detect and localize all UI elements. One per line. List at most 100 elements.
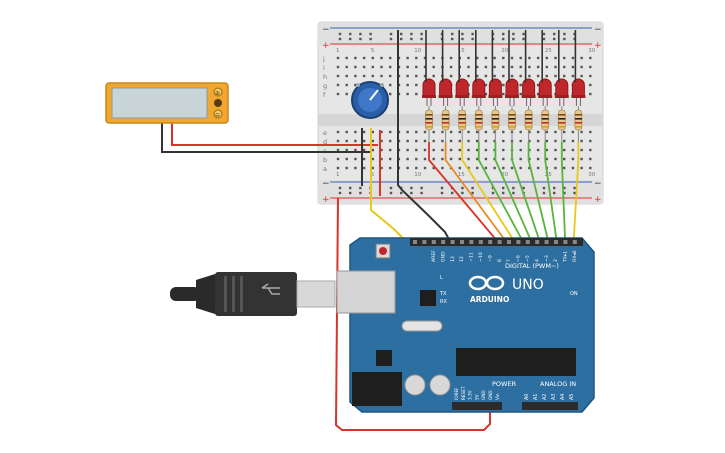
power-label: POWER [492,380,517,388]
wire-led-signal[interactable] [444,142,508,243]
digital-pin-label: 13 [450,256,456,262]
wire-led-signal[interactable] [461,142,516,243]
column-label: 15 [458,48,465,54]
resistor[interactable] [441,106,450,142]
digital-pin-label: 2 [553,259,559,262]
row-label: i [323,64,325,72]
lcd-module[interactable]: ⊕ ⊖ [105,82,229,124]
rail-minus-label-tl: − [322,25,330,35]
analog-pin-label: A5 [569,394,575,400]
led[interactable] [538,78,553,106]
led[interactable] [488,78,503,106]
resistor[interactable] [557,106,566,142]
rail-plus-label-bl: + [322,195,330,205]
led[interactable] [521,78,536,106]
row-label: a [323,165,327,173]
digital-pin-label: ~3 [544,255,550,262]
led[interactable] [438,78,453,106]
resistor[interactable] [574,106,583,142]
column-label: 5 [371,172,375,178]
resistor[interactable] [474,106,483,142]
analog-pin-label: A4 [560,394,566,400]
digital-pin-label: 4 [534,259,540,262]
column-label: 10 [414,48,421,54]
rail-plus-label-tl: + [322,41,330,51]
led[interactable] [571,78,586,106]
power-pin-label: GND [488,390,493,400]
resistor[interactable] [425,106,433,142]
wire-led-signal[interactable] [560,142,567,243]
led[interactable] [471,78,486,106]
rail-minus-label-bl: − [322,179,330,189]
led[interactable] [422,78,436,106]
analog-pin-label: A1 [533,394,539,400]
potentiometer[interactable] [351,81,389,119]
analog-pin-label: A3 [551,394,557,400]
wire-gnd-black[interactable] [397,30,453,246]
resistor[interactable] [508,106,516,142]
analog-pin-label: A2 [542,394,548,400]
wire-5v-red[interactable] [334,197,491,431]
wire-lcd-black[interactable] [161,122,370,153]
wire-led-signal[interactable] [527,142,550,243]
lcd-pin-plus: ⊕ [215,90,220,97]
digital-pin-label: ~11 [469,252,475,262]
arduino-logo-text: ARDUINO [470,295,509,304]
digital-label: DIGITAL (PWM~) [505,262,559,270]
row-label: g [323,82,327,90]
row-label: f [323,91,326,99]
rx-label: RX [440,299,447,305]
resistor-array [425,106,583,142]
usb-port [336,270,396,314]
digital-pin-label: 12 [459,256,465,262]
resistor[interactable] [491,106,500,142]
column-label: 20 [501,48,508,54]
digital-pin-label: 7 [506,259,512,262]
digital-pin-label: TX▸1 [563,251,569,263]
column-label: 1 [336,48,340,54]
wire-led-signal[interactable] [572,142,580,243]
power-pin-label: 3.3V [468,390,473,400]
column-label: 20 [501,172,508,178]
row-label: e [323,129,327,137]
wire-led-signal[interactable] [477,142,524,243]
analog-label: ANALOG IN [540,380,576,388]
usb-cable[interactable] [170,272,336,316]
column-label: 30 [588,172,595,178]
analog-pin-label: A0 [524,394,530,400]
arduino-uno[interactable]: ARDUINO UNO DIGITAL (PWM~) ANALOG IN POW… [336,237,595,413]
resistor[interactable] [458,106,467,142]
resistor[interactable] [541,106,550,142]
led[interactable] [505,78,519,106]
rail-minus-label-tr: − [594,25,602,35]
led[interactable] [554,78,569,106]
column-label: 1 [336,172,340,178]
led[interactable] [455,78,470,106]
digital-pin-label: 8 [497,259,503,262]
column-label: 25 [545,172,552,178]
digital-pin-label: ~9 [487,255,493,262]
wire-led-signal[interactable] [544,142,558,243]
column-label: 25 [545,48,552,54]
rail-plus-label-tr: + [594,41,602,51]
power-pin-label: IOREF [454,387,459,400]
wires [161,30,580,431]
wire-led-signal[interactable] [511,142,541,243]
arduino-model: UNO [512,277,544,293]
wire-led-signal[interactable] [494,142,533,243]
row-label: b [323,156,327,164]
row-label: h [323,73,327,81]
power-pin-label: RESET [461,386,466,400]
resistor[interactable] [524,106,533,142]
digital-pin-label: RX◂0 [572,250,578,262]
wire-led-signal[interactable] [428,142,499,243]
rail-minus-label-br: − [594,179,602,189]
crystal [401,320,443,332]
digital-pin-label: AREF [431,250,437,262]
power-pin-label: 5V [474,394,479,400]
row-label: d [323,138,327,146]
power-jack [352,372,402,406]
on-label: ON [570,291,578,297]
